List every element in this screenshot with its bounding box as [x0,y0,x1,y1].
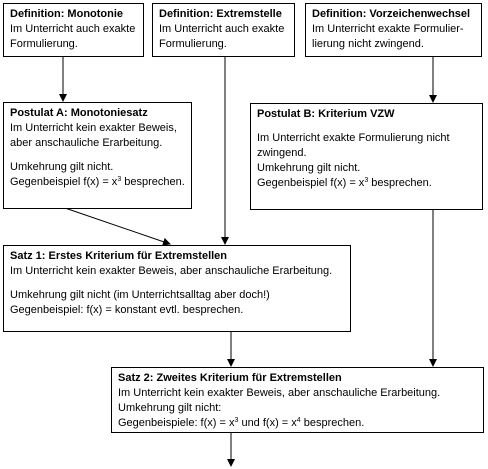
definition-vzw-line: lierung nicht zwingend. [312,38,424,50]
postulat-a-line: Umkehrung gilt nicht. [10,161,114,173]
example-text: besprechen. [300,417,365,429]
definition-extremstelle-line: Im Unterricht auch exakte [159,23,285,35]
definition-vzw-box: Definition: Vorzeichenwechsel Im Unterri… [305,3,482,57]
example-text: besprechen. [121,176,185,188]
postulat-b-example: Gegenbeispiel f(x) = x3 besprechen. [257,176,476,191]
postulat-a-example: Gegenbeispiel f(x) = x3 besprechen. [10,175,185,190]
exponent: 3 [234,417,239,424]
definition-monotonie-line: Formulierung. [10,38,78,50]
postulat-a-box: Postulat A: Monotoniesatz Im Unterricht … [3,102,192,209]
example-text: Gegenbeispiel f(x) = x [10,176,118,188]
satz-2-box: Satz 2: Zweites Kriterium für Extremstel… [111,367,484,433]
postulat-a-line: aber anschauliche Erarbeitung. [10,137,163,149]
definition-vzw-title: Definition: Vorzeichenwechsel [312,8,471,20]
definition-vzw-line: Im Unterricht exakte Formulier- [312,23,464,35]
satz-2-line: Umkehrung gilt nicht: [118,402,222,414]
example-text: Gegenbeispiel f(x) = x [257,177,365,189]
satz-1-line: Gegenbeispiel: f(x) = konstant evtl. bes… [10,304,244,316]
exponent: 3 [364,177,369,184]
satz-1-line: Umkehrung gilt nicht (im Unterrichtsallt… [10,289,270,301]
exponent: 4 [296,417,301,424]
postulat-b-line: Umkehrung gilt nicht. [257,162,361,174]
spacer [257,122,476,131]
postulat-a-line: Im Unterricht kein exakter Beweis, [10,122,177,134]
example-text: Gegenbeispiele: f(x) = x [118,417,235,429]
example-text: besprechen. [368,177,432,189]
postulat-b-line: Im Unterricht exakte Formulierung nicht [257,132,450,144]
definition-monotonie-title: Definition: Monotonie [10,8,124,20]
satz-1-title: Satz 1: Erstes Kriterium für Extremstell… [10,250,228,262]
postulat-b-title: Postulat B: Kriterium VZW [257,108,395,120]
definition-extremstelle-box: Definition: Extremstelle Im Unterricht a… [152,3,295,57]
satz-2-line: Im Unterricht kein exakter Beweis, aber … [118,387,441,399]
satz-1-box: Satz 1: Erstes Kriterium für Extremstell… [3,245,351,332]
satz-2-example: Gegenbeispiele: f(x) = x3 und f(x) = x4 … [118,416,477,431]
exponent: 3 [117,176,122,183]
satz-2-title: Satz 2: Zweites Kriterium für Extremstel… [118,372,342,384]
example-text: und f(x) = x [238,417,297,429]
postulat-a-title: Postulat A: Monotoniesatz [10,107,148,119]
definition-monotonie-box: Definition: Monotonie Im Unterricht auch… [3,3,144,57]
definition-extremstelle-title: Definition: Extremstelle [159,8,282,20]
spacer [10,151,185,160]
arrow-postulat-a-to-satz-1 [64,207,171,246]
postulat-b-box: Postulat B: Kriterium VZW Im Unterricht … [250,103,483,210]
spacer [10,279,344,288]
postulat-b-line: zwingend. [257,147,307,159]
satz-1-line: Im Unterricht kein exakter Beweis, aber … [10,265,333,277]
definition-monotonie-line: Im Unterricht auch exakte [10,23,136,35]
definition-extremstelle-line: Formulierung. [159,38,227,50]
